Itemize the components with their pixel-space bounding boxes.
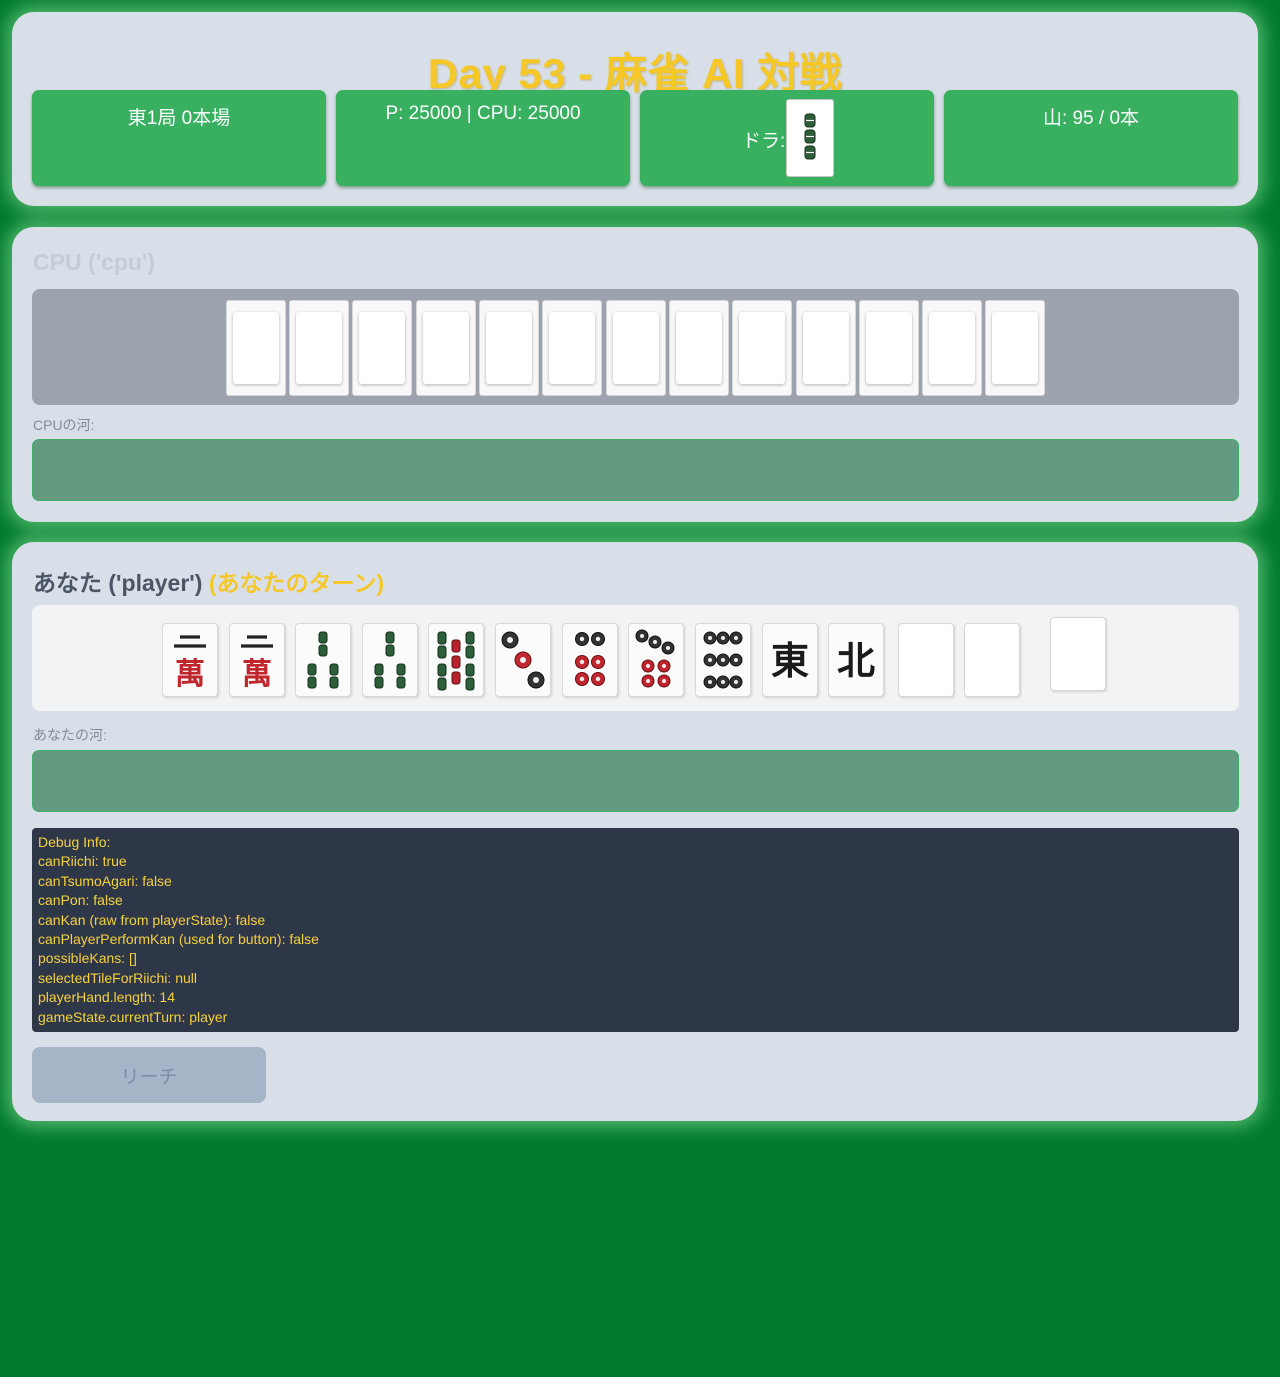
cpu-hidden-tile — [796, 300, 856, 396]
cpu-hidden-tile — [226, 300, 286, 396]
score-info-box: P: 25000 | CPU: 25000 — [336, 90, 630, 186]
cpu-hidden-tile — [289, 300, 349, 396]
cpu-panel: CPU ('cpu') CPUの河: — [12, 227, 1258, 522]
cpu-hidden-tile — [352, 300, 412, 396]
svg-text:萬: 萬 — [242, 657, 272, 692]
cpu-hidden-tile — [859, 300, 919, 396]
player-panel: あなた ('player') (あなたのターン) 萬 萬 — [12, 542, 1258, 1121]
player-hand: 萬 萬 — [32, 605, 1239, 711]
player-river-label: あなたの河: — [33, 727, 107, 743]
cpu-hidden-tile — [542, 300, 602, 396]
round-info-box: 東1局 0本場 — [32, 90, 326, 186]
cpu-title: CPU ('cpu') — [33, 249, 156, 275]
cpu-hidden-tile — [479, 300, 539, 396]
dora-info-box: ドラ: — [640, 90, 934, 186]
svg-text:北: 北 — [837, 638, 875, 683]
turn-indicator: (あなたのターン) — [208, 570, 384, 596]
cpu-hidden-tile — [416, 300, 476, 396]
cpu-hand — [32, 289, 1239, 405]
debug-line: canPon: false — [38, 892, 123, 909]
hand-tile-north[interactable]: 北 — [828, 623, 884, 697]
debug-line: possibleKans: [] — [38, 950, 137, 967]
hand-tile-blank[interactable] — [898, 623, 954, 697]
cpu-hidden-tile — [922, 300, 982, 396]
cpu-hidden-tile — [606, 300, 666, 396]
debug-line: canKan (raw from playerState): false — [38, 911, 266, 928]
hand-tile-5-sou[interactable] — [295, 623, 351, 697]
hand-tile-blank[interactable] — [964, 623, 1020, 697]
hand-tile-3-pin[interactable] — [495, 623, 551, 697]
riichi-button[interactable]: リーチ — [32, 1047, 266, 1103]
hand-tile-8-sou[interactable] — [428, 623, 484, 697]
score-info: P: 25000 | CPU: 25000 — [385, 103, 581, 124]
debug-line: gameState.currentTurn: player — [38, 1008, 228, 1025]
dora-label: ドラ: — [742, 131, 786, 152]
debug-line: canRiichi: true — [38, 853, 127, 870]
hand-tile-2-man[interactable]: 萬 — [229, 623, 285, 697]
game-title: Day 53 - 麻雀 AI 対戦 — [427, 50, 843, 97]
wall-info-box: 山: 95 / 0本 — [944, 90, 1238, 186]
hand-tile-5-sou[interactable] — [362, 623, 418, 697]
hand-tile-east[interactable]: 東 — [762, 623, 818, 697]
player-title: あなた ('player') (あなたのターン) — [33, 564, 384, 598]
svg-text:東: 東 — [771, 638, 809, 683]
debug-line: Debug Info: — [38, 834, 111, 850]
debug-line: canPlayerPerformKan (used for button): f… — [38, 931, 319, 948]
cpu-hidden-tile — [985, 300, 1045, 396]
cpu-hidden-tile — [732, 300, 792, 396]
round-info: 東1局 0本場 — [127, 108, 231, 129]
dora-tile — [786, 99, 834, 177]
cpu-hidden-tile — [669, 300, 729, 396]
svg-text:萬: 萬 — [175, 657, 205, 692]
wall-info: 山: 95 / 0本 — [1042, 108, 1140, 129]
debug-line: canTsumoAgari: false — [38, 872, 172, 889]
debug-info-panel: Debug Info: canRiichi: true canTsumoAgar… — [32, 828, 1239, 1032]
hand-tile-6-pin[interactable] — [562, 623, 618, 697]
header-panel: Day 53 - 麻雀 AI 対戦 東1局 0本場 P: 25000 | CPU… — [12, 12, 1258, 206]
cpu-river-label: CPUの河: — [33, 417, 95, 433]
drawn-tile[interactable] — [1050, 617, 1106, 691]
player-river — [32, 750, 1239, 812]
debug-line: playerHand.length: 14 — [38, 989, 175, 1006]
hand-tile-2-man[interactable]: 萬 — [162, 623, 218, 697]
debug-line: selectedTileForRiichi: null — [38, 969, 197, 986]
hand-tile-7-pin[interactable] — [628, 623, 684, 697]
cpu-river — [32, 439, 1239, 501]
player-name: あなた ('player') — [33, 570, 203, 596]
hand-tile-9-pin[interactable] — [695, 623, 751, 697]
